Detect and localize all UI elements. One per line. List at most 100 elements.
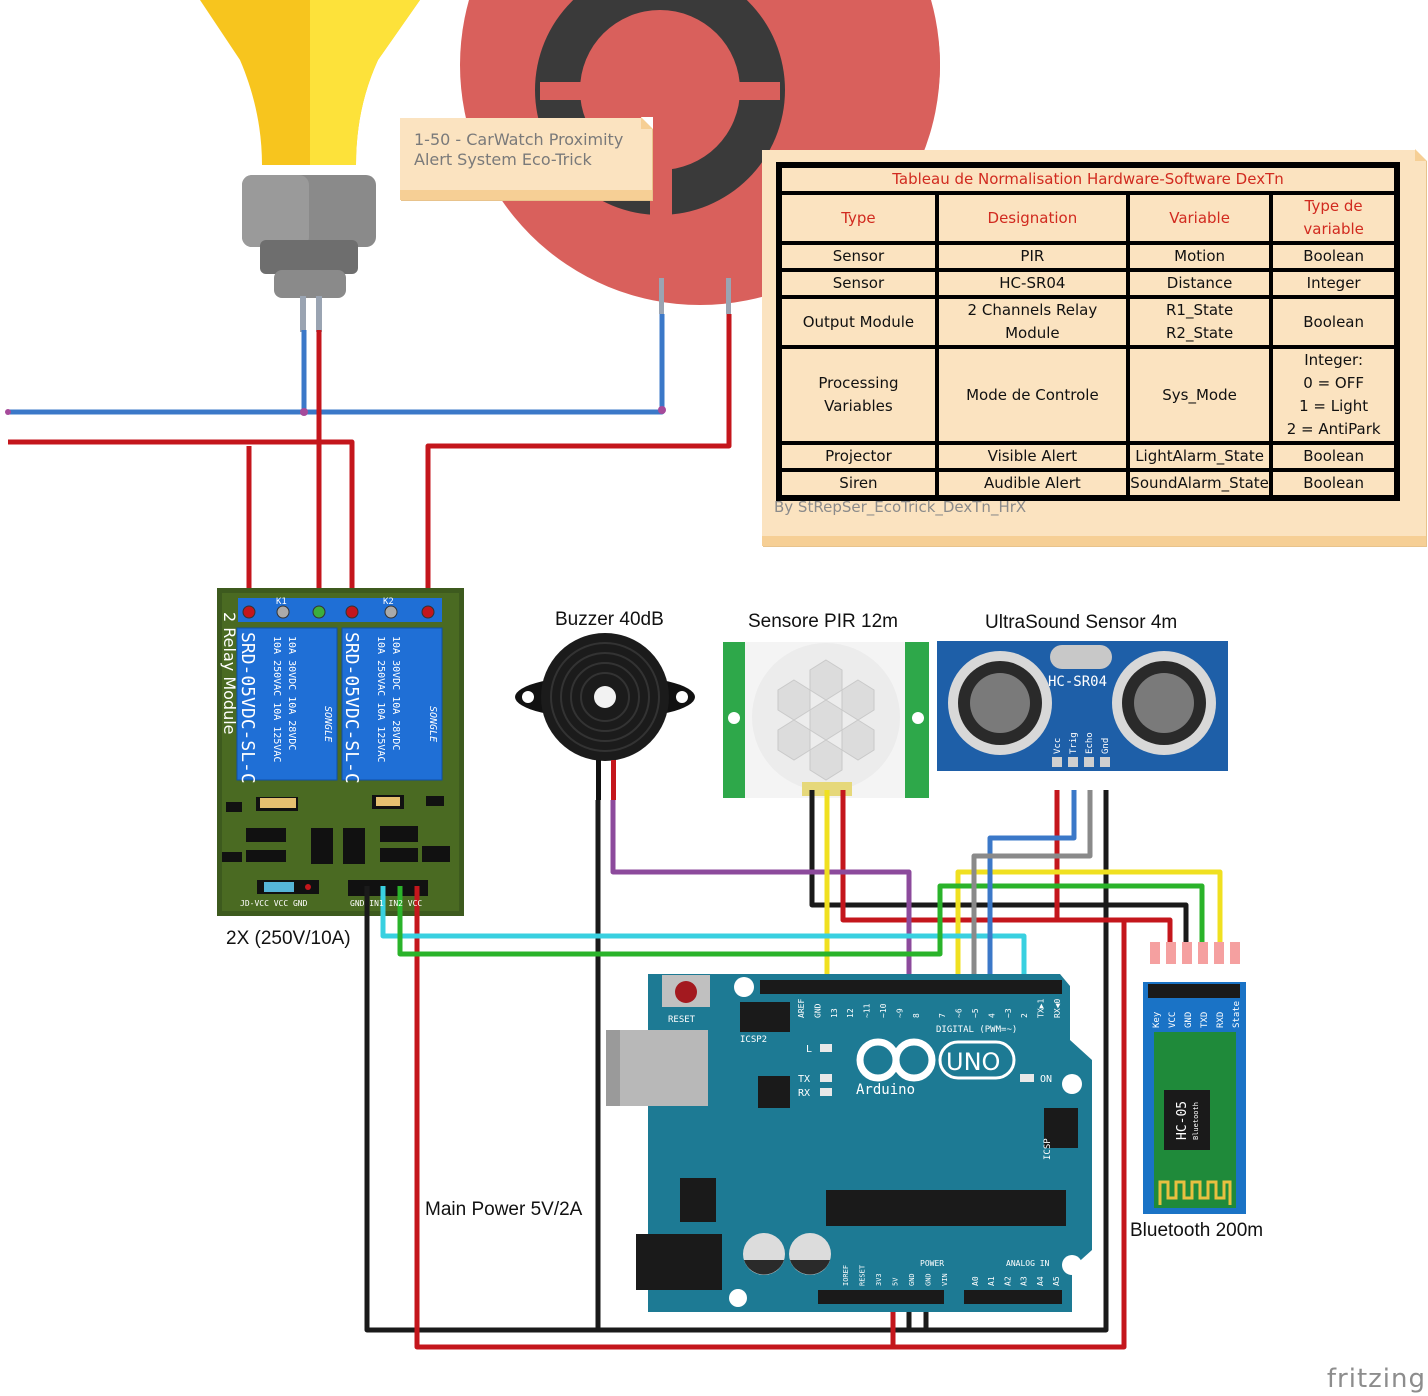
hc05-pin-label: VCC	[1168, 1012, 1178, 1028]
arduino-analog-pin-label: A1	[987, 1276, 996, 1286]
header-type: Type	[780, 193, 937, 243]
arduino-pin-label: ~11	[863, 1003, 872, 1018]
relay-rating-label: 2X (250V/10A)	[226, 928, 351, 949]
arduino-pin-label: GND	[813, 1003, 822, 1018]
cell-variable-type-line: Boolean	[1303, 312, 1364, 331]
relay1-brand: SONGLE	[322, 706, 333, 742]
arduino-analog-pin-labels: A0 A1 A2 A3 A4 A5	[971, 1276, 1061, 1286]
hcsr04-pin-gnd: Gnd	[1101, 738, 1111, 754]
relay1-model: SRD-05VDC-SL-C	[237, 632, 258, 784]
arduino-analog-label: ANALOG IN	[1006, 1259, 1050, 1268]
cell-variable-line: R1_State	[1166, 301, 1234, 319]
relay2-rating-2: 10A 30VDC 10A 28VDC	[390, 636, 401, 750]
cell-variable-type: Integer	[1271, 270, 1396, 297]
table-title: Tableau de Normalisation Hardware-Softwa…	[780, 166, 1396, 193]
arduino-analog-pin-label: A2	[1003, 1276, 1012, 1286]
cell-type: Sensor	[780, 243, 937, 270]
cell-type: Projector	[780, 443, 937, 470]
hc05-pin-label: TXD	[1200, 1012, 1210, 1028]
arduino-pin-label: 4	[987, 1013, 996, 1018]
relay-jumper-label: JD-VCC VCC GND	[240, 899, 308, 908]
arduino-l-label: L	[806, 1044, 812, 1055]
cell-variable-type-line: 1 = Light	[1299, 397, 1369, 415]
title-note-line-1: 1-50 - CarWatch Proximity	[414, 130, 624, 149]
note-fold	[1415, 149, 1427, 161]
relay2-rating-1: 10A 250VAC 10A 125VAC	[375, 636, 386, 762]
cell-variable-line: Distance	[1166, 274, 1233, 292]
cell-variable: Motion	[1127, 243, 1272, 270]
normalisation-table: Tableau de Normalisation Hardware-Softwa…	[776, 162, 1400, 501]
arduino-power-pin-label: RESET	[859, 1264, 867, 1286]
arduino-model: UNO	[946, 1048, 1000, 1076]
cell-variable-line: Motion	[1174, 247, 1226, 265]
arduino-pin-label: ~6	[955, 1008, 964, 1018]
arduino-pin-label: ~10	[879, 1003, 888, 1018]
hc05-pin-label: Key	[1152, 1011, 1162, 1028]
ultrasound-label: UltraSound Sensor 4m	[985, 612, 1178, 633]
buzzer-label: Buzzer 40dB	[555, 609, 664, 630]
cell-variable-type-line: 2 = AntiPark	[1286, 420, 1381, 438]
arduino-uno	[606, 974, 1092, 1312]
arduino-pin-label: ~3	[1004, 1008, 1013, 1018]
hc05-pin-label: RXD	[1216, 1012, 1226, 1028]
cell-variable: Distance	[1127, 270, 1272, 297]
table-byline: By StRepSer_EcoTrick_DexTn_HrX	[774, 498, 1027, 516]
cell-designation: Mode de Controle	[936, 347, 1128, 443]
arduino-pin-label: 8	[912, 1013, 921, 1018]
arduino-rx-label: RX	[798, 1088, 810, 1099]
lamp	[200, 0, 420, 332]
cell-variable-line: SoundAlarm_State	[1130, 474, 1269, 492]
cell-type: Sensor	[780, 270, 937, 297]
relay2-model: SRD-05VDC-SL-C	[341, 632, 362, 784]
hcsr04-pin-trig: Trig	[1069, 732, 1079, 754]
cell-variable-type: Boolean	[1271, 443, 1396, 470]
cell-designation: Visible Alert	[936, 443, 1128, 470]
main-power-label: Main Power 5V/2A	[425, 1199, 583, 1220]
cell-variable: Sys_Mode	[1127, 347, 1272, 443]
hc05-pin-label: GND	[1184, 1012, 1194, 1028]
arduino-analog-pin-label: A3	[1020, 1276, 1029, 1286]
arduino-analog-pin-label: A5	[1052, 1276, 1061, 1286]
hc05-model: HC-05	[1175, 1101, 1190, 1140]
header-variable-type: Type de variable	[1271, 193, 1396, 243]
mains-wiring	[5, 314, 732, 612]
arduino-analog-pin-label: A4	[1036, 1276, 1045, 1286]
arduino-icsp-label: ICSP	[1043, 1138, 1053, 1160]
table-header-row: Type Designation Variable Type de variab…	[780, 193, 1396, 243]
arduino-power-label: POWER	[920, 1259, 944, 1268]
cell-designation: Audible Alert	[936, 470, 1128, 497]
relay-module	[217, 588, 464, 916]
cell-variable-type-line: Integer	[1306, 274, 1361, 292]
cell-type: Output Module	[780, 297, 937, 347]
arduino-icsp2-label: ICSP2	[740, 1035, 767, 1045]
relay1-rating-2: 10A 30VDC 10A 28VDC	[286, 636, 297, 750]
arduino-digital-label: DIGITAL (PWM=~)	[936, 1025, 1017, 1035]
arduino-brand: Arduino	[856, 1082, 915, 1098]
buzzer	[515, 633, 695, 800]
arduino-on-label: ON	[1040, 1074, 1052, 1085]
header-designation: Designation	[936, 193, 1128, 243]
hcsr04-pin-vcc: Vcc	[1053, 738, 1063, 754]
arduino-analog-pin-label: A0	[971, 1276, 980, 1286]
relay-header-label: GND IN1 IN2 VCC	[350, 899, 422, 908]
arduino-pin-label: AREF	[797, 999, 806, 1018]
arduino-reset-label: RESET	[668, 1015, 696, 1025]
cell-variable: LightAlarm_State	[1127, 443, 1272, 470]
hcsr04-sensor	[937, 641, 1228, 771]
hcsr04-model: HC-SR04	[1048, 674, 1107, 690]
normalisation-note: Tableau de Normalisation Hardware-Softwa…	[762, 149, 1427, 546]
cell-variable: SoundAlarm_State	[1127, 470, 1272, 497]
arduino-power-pin-label: IOREF	[842, 1265, 850, 1286]
cell-variable-line: LightAlarm_State	[1135, 447, 1264, 465]
fritzing-watermark: fritzing	[1326, 1364, 1426, 1394]
arduino-power-pin-label: VIN	[941, 1273, 949, 1286]
cell-variable-type-line: Integer:	[1304, 351, 1363, 369]
